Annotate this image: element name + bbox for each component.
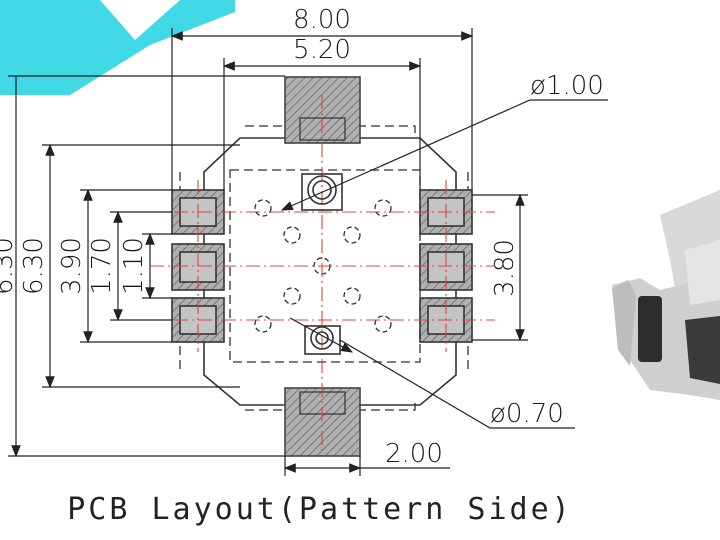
dim-3-80: 3.80 bbox=[490, 239, 520, 297]
centerlines bbox=[150, 95, 495, 450]
drawing-caption: PCB Layout(Pattern Side) bbox=[67, 492, 573, 527]
dim-partial: 6.30 bbox=[0, 237, 19, 295]
dim-8-00: 8.00 bbox=[293, 5, 351, 35]
dimension-lines bbox=[8, 28, 608, 476]
dim-hole-large: ø1.00 bbox=[530, 71, 604, 101]
dim-5-20: 5.20 bbox=[293, 35, 351, 65]
dim-3-90: 3.90 bbox=[57, 237, 87, 295]
dim-1-10: 1.10 bbox=[119, 237, 149, 295]
smd-switch-photo bbox=[612, 190, 720, 400]
watermark-shape bbox=[0, 0, 235, 95]
body-outline bbox=[203, 137, 457, 406]
dim-6-30: 6.30 bbox=[19, 237, 49, 295]
dim-hole-small: ø0.70 bbox=[490, 399, 564, 429]
dim-2-00: 2.00 bbox=[385, 439, 443, 469]
small-holes bbox=[254, 199, 392, 333]
dim-1-70: 1.70 bbox=[87, 237, 117, 295]
dimension-labels: 8.00 5.20 ø1.00 ø0.70 2.00 6.30 6.30 3.9… bbox=[0, 5, 604, 469]
